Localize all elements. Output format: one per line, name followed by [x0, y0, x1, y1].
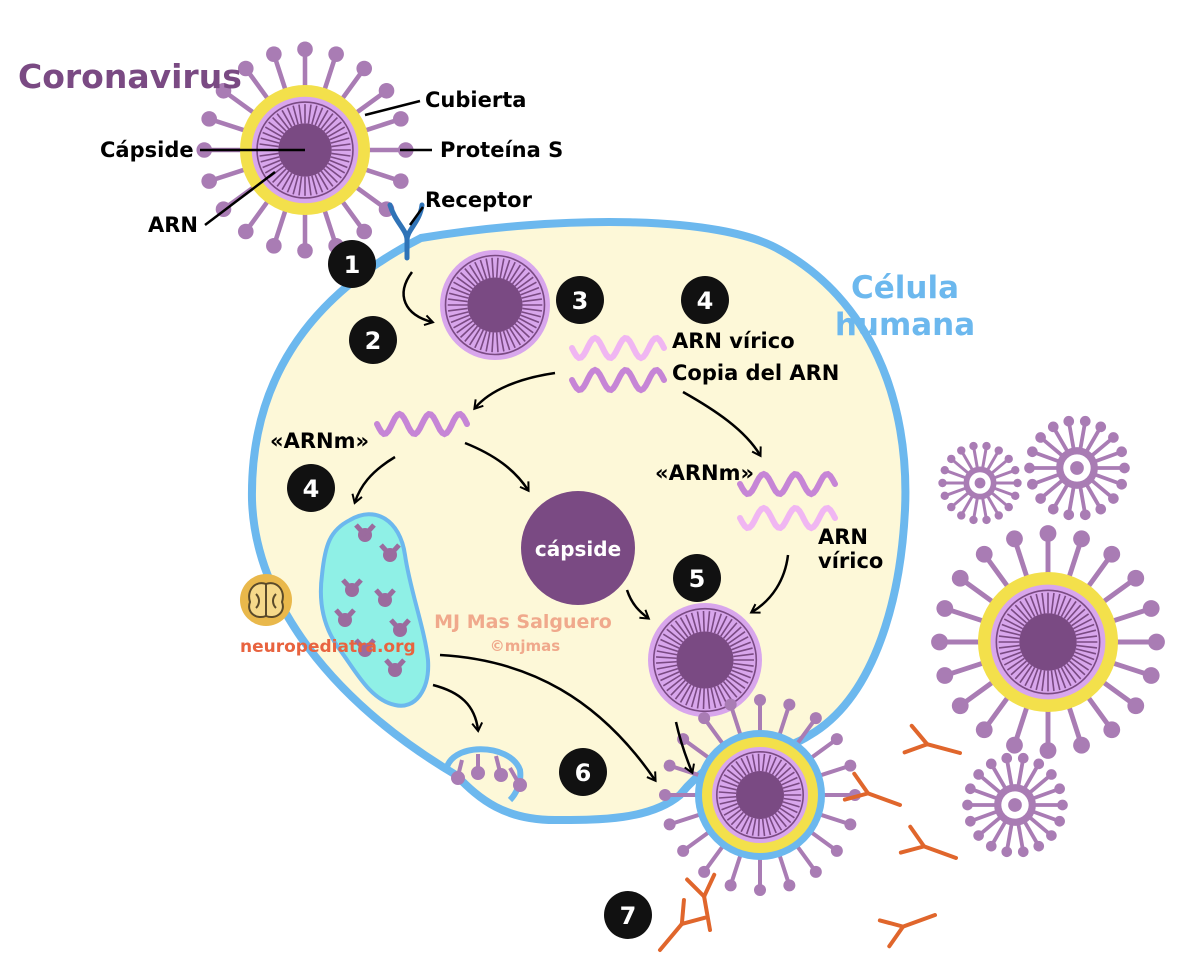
- arrow-er-to-pit: [432, 683, 484, 733]
- arrow-to-capsid: [464, 441, 530, 493]
- mrna-left: [374, 410, 470, 438]
- step-badge-2: 2: [349, 316, 397, 364]
- assembled-capsid: [648, 603, 762, 717]
- label-leader-lines: [200, 99, 432, 226]
- capsid-protein: [521, 491, 635, 605]
- arrow-to-mrna-right: [682, 390, 762, 458]
- label-arn: ARN: [148, 213, 198, 237]
- label-proteina-s: Proteína S: [440, 138, 563, 162]
- label-copia-arn: Copia del ARN: [672, 361, 839, 385]
- svg-text:4: 4: [303, 475, 320, 503]
- svg-text:7: 7: [620, 902, 637, 930]
- budding-virion: [659, 694, 861, 896]
- svg-text:3: 3: [572, 287, 589, 315]
- credit-author: MJ Mas Salguero: [434, 611, 612, 633]
- step-badge-7: 7: [604, 891, 652, 939]
- process-arrows: [351, 271, 790, 783]
- step-badge-3: 3: [556, 276, 604, 324]
- membrane-budding-pit: [443, 746, 524, 803]
- svg-text:1: 1: [344, 251, 361, 279]
- label-capside: Cápside: [100, 138, 194, 162]
- arrow-rna-to-assembly: [749, 554, 790, 614]
- cell-title-line1: Célula: [851, 270, 959, 306]
- site-name: neuropediatra.org: [240, 637, 416, 657]
- capsid-protein-label: cápside: [535, 537, 621, 561]
- cell-title-line2: humana: [835, 307, 975, 343]
- arrow-to-mrna-left: [473, 371, 556, 411]
- step-badge-5: 5: [673, 554, 721, 602]
- pit-spikes: [451, 754, 527, 792]
- step-badge-4-top: 4: [681, 276, 729, 324]
- mrna-right-pair: [737, 470, 838, 532]
- label-cubierta: Cubierta: [425, 88, 526, 112]
- label-arnm-left: «ARNm»: [270, 429, 369, 453]
- endoplasmic-reticulum: [318, 512, 431, 708]
- released-capsid: [440, 250, 550, 360]
- brain-logo: [240, 574, 292, 626]
- step-badge-1: 1: [328, 240, 376, 288]
- arrow-capsid-to-assembly: [625, 589, 651, 620]
- arrow-entry: [402, 271, 435, 327]
- credit-handle: ©mjmas: [490, 637, 561, 655]
- svg-text:5: 5: [689, 565, 706, 593]
- released-virions: [931, 415, 1165, 858]
- antibodies: [658, 723, 962, 952]
- arrow-assembly-to-budding: [674, 721, 695, 775]
- step-badge-4-left: 4: [287, 464, 335, 512]
- svg-text:2: 2: [365, 327, 382, 355]
- arrow-to-er: [351, 455, 396, 505]
- arrow-er-to-budding: [439, 653, 657, 783]
- svg-text:6: 6: [575, 759, 592, 787]
- diagram-title: Coronavirus: [18, 57, 242, 96]
- step-badge-6: 6: [559, 748, 607, 796]
- label-arn-virico: ARN vírico: [672, 329, 795, 353]
- svg-text:4: 4: [697, 287, 714, 315]
- label-arn-right-1: ARN: [818, 525, 868, 549]
- label-receptor: Receptor: [425, 188, 533, 212]
- label-arn-right-2: vírico: [818, 549, 883, 573]
- label-arnm-right: «ARNm»: [655, 461, 754, 485]
- viral-rna-pair: [569, 334, 667, 394]
